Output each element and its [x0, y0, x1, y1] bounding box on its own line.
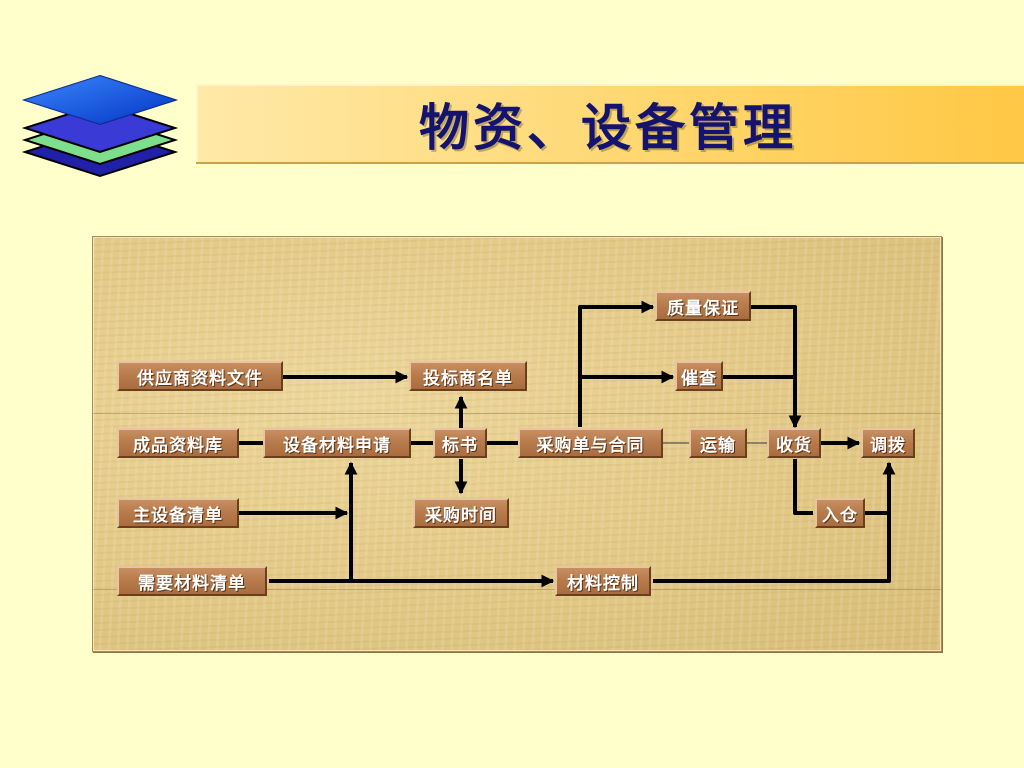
page-title: 物资、设备管理	[419, 99, 797, 157]
node-procurement-time: 采购时间	[413, 498, 509, 528]
node-bidder-list: 投标商名单	[409, 361, 527, 391]
arrow-control-to-allocation	[653, 461, 896, 583]
node-warehousing: 入仓	[815, 498, 865, 528]
flow-diagram-panel: 供应商资料文件 投标商名单 质量保证 催查 成品资料库 设备材料申请 标书 采购…	[92, 236, 942, 652]
node-material-control: 材料控制	[555, 566, 651, 596]
arrow-quality-to-receiving	[751, 305, 802, 429]
node-po-contract: 采购单与合同	[518, 428, 663, 458]
node-receiving: 收货	[767, 428, 821, 458]
node-main-equipment-list: 主设备清单	[117, 498, 239, 528]
node-bid-document: 标书	[433, 428, 487, 458]
stacked-layers-logo-icon	[21, 74, 179, 178]
line-receiving-to-warehouse	[793, 459, 813, 515]
node-expedite: 催查	[675, 361, 723, 391]
node-transport: 运输	[689, 428, 747, 458]
node-supplier-docs: 供应商资料文件	[117, 361, 283, 391]
arrow-po-to-quality	[578, 300, 655, 427]
node-allocation: 调拨	[861, 428, 915, 458]
title-bar: 物资、设备管理	[196, 84, 1024, 162]
node-material-request: 设备材料申请	[263, 428, 411, 458]
node-product-database: 成品资料库	[117, 428, 239, 458]
node-quality-assurance: 质量保证	[655, 291, 751, 321]
node-material-requirement-list: 需要材料清单	[117, 566, 267, 596]
flow-connectors	[239, 300, 896, 588]
